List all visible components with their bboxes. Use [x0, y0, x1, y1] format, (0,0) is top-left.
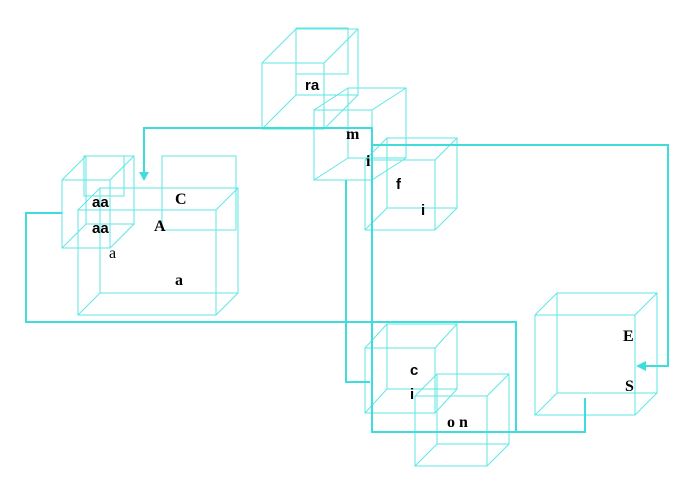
cube-c-front	[364, 347, 436, 414]
cube-ra-b	[295, 27, 349, 75]
cube-aa-outer-edge-1	[109, 155, 135, 181]
cube-A-front	[77, 209, 217, 316]
cube-aa-outer-edge-2	[61, 223, 87, 249]
cube-f-front	[364, 159, 436, 231]
cube-C-front	[161, 155, 237, 231]
label-a-large: a	[175, 272, 183, 289]
cube-ES-edge-3	[634, 392, 658, 416]
cube-aa-outer-edge-0	[61, 155, 87, 181]
cube-f-edge-1	[434, 137, 458, 161]
label-ra: ra	[305, 77, 320, 94]
cube-m-back	[347, 87, 407, 159]
cube-c-edge-0	[364, 323, 388, 349]
cube-m-edge-2	[313, 157, 349, 181]
cube-on-edge-0	[414, 373, 438, 397]
cube-on-edge-1	[486, 373, 510, 397]
cube-on-back	[436, 373, 510, 445]
cube-ra-b-front	[295, 27, 349, 75]
label-m: m	[346, 126, 360, 143]
label-i-f: i	[421, 202, 426, 219]
cube-ra-a-edge-2	[261, 94, 297, 130]
connector-top-left	[143, 127, 373, 178]
cube-ES-edge-1	[634, 292, 658, 316]
cube-m-edge-1	[371, 87, 407, 111]
label-S: S	[625, 378, 634, 395]
cube-f	[364, 137, 458, 231]
cube-A	[77, 187, 239, 316]
cube-m-edge-3	[371, 157, 407, 181]
cube-ra-a-edge-0	[261, 28, 297, 64]
cube-A-edge-0	[77, 187, 101, 211]
cube-ES-edge-0	[534, 292, 558, 316]
connector-lines	[25, 127, 669, 433]
label-C: C	[175, 191, 187, 208]
cube-ra-a-edge-3	[323, 94, 359, 130]
connector-left-loop	[25, 165, 517, 433]
cube-aa-inner	[83, 155, 125, 197]
cube-ES	[534, 292, 658, 416]
label-E: E	[623, 328, 634, 345]
cube-on-edge-3	[486, 443, 510, 467]
arrowhead-down	[139, 172, 149, 181]
cube-ES-edge-2	[534, 392, 558, 416]
cube-f-edge-3	[434, 207, 458, 231]
cube-aa-inner-front	[83, 155, 125, 197]
cube-c-back	[386, 323, 458, 390]
cube-ES-back	[556, 292, 658, 394]
cube-m-front	[313, 109, 373, 181]
label-f: f	[396, 176, 401, 193]
cube-c-edge-2	[364, 388, 388, 414]
cube-m	[313, 87, 407, 181]
cube-ra-a-edge-1	[323, 28, 359, 64]
cube-A-edge-3	[215, 292, 239, 316]
cube-C	[161, 155, 237, 231]
label-i-top: i	[366, 153, 371, 170]
cube-A-edge-2	[77, 292, 101, 316]
cube-c-edge-3	[434, 388, 458, 414]
cube-wireframes	[61, 27, 658, 467]
cube-f-edge-2	[364, 207, 388, 231]
label-aa-2: aa	[92, 220, 109, 237]
cube-aa-outer-edge-3	[109, 223, 135, 249]
cube-f-edge-0	[364, 137, 388, 161]
cube-on	[414, 373, 510, 467]
cube-f-back	[386, 137, 458, 209]
cube-c-edge-1	[434, 323, 458, 349]
label-a-small: a	[109, 245, 117, 262]
connector-right-loop	[371, 144, 669, 367]
label-aa-1: aa	[92, 194, 109, 211]
cube-m-edge-0	[313, 87, 349, 111]
connector-mid-vertical	[345, 180, 370, 383]
connector-bottom-right	[500, 398, 586, 433]
label-A: A	[154, 218, 166, 235]
arrowhead-left	[636, 361, 646, 371]
cube-A-edge-1	[215, 187, 239, 211]
label-i-c: i	[410, 386, 415, 403]
label-on: o n	[447, 414, 468, 431]
cube-A-back	[99, 187, 239, 294]
label-c: c	[410, 362, 419, 379]
cube-on-edge-2	[414, 443, 438, 467]
